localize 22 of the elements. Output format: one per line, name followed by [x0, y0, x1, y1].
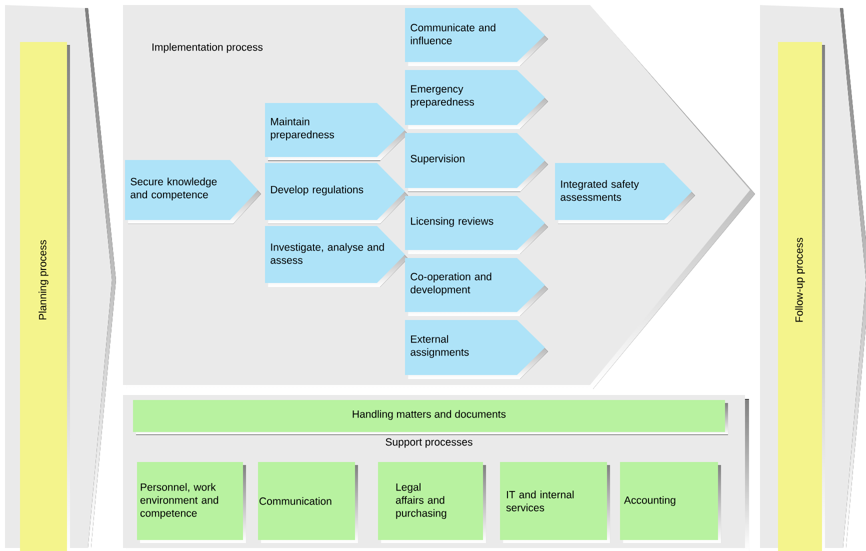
chevron-step: Communicate and influence [405, 8, 548, 66]
process-box: Communication [258, 462, 358, 543]
chevron-step: Emergency preparedness [405, 70, 548, 129]
chevron-step: External assignments [405, 320, 548, 379]
process-bar: Handling matters and documents [133, 400, 728, 435]
process-band: Follow-up process [760, 5, 866, 551]
chevron-step: Co-operation and development [405, 258, 548, 316]
process-box: Legal affairs and purchasing [378, 462, 486, 543]
chevron-step: Maintain preparedness [265, 103, 408, 161]
chevron-step: Develop regulations [265, 163, 408, 224]
chevron-step: Licensing reviews [405, 196, 548, 254]
node-label: Investigate, analyse and assess [270, 243, 384, 264]
chevron-step: Supervision [405, 133, 548, 192]
node-label: Maintain preparedness [270, 118, 334, 140]
process-band: Planning process [5, 5, 116, 551]
chevron-step: Secure knowledge and competence [125, 160, 261, 224]
chevron-step: Integrated safety assessments [555, 163, 696, 224]
process-box: IT and internal services [500, 462, 610, 543]
process-box: Accounting [620, 462, 722, 543]
process-box: Personnel, work environment and competence [137, 462, 246, 543]
node-label: Develop regulations [271, 186, 364, 196]
chevron-step: Investigate, analyse and assess [265, 226, 408, 287]
